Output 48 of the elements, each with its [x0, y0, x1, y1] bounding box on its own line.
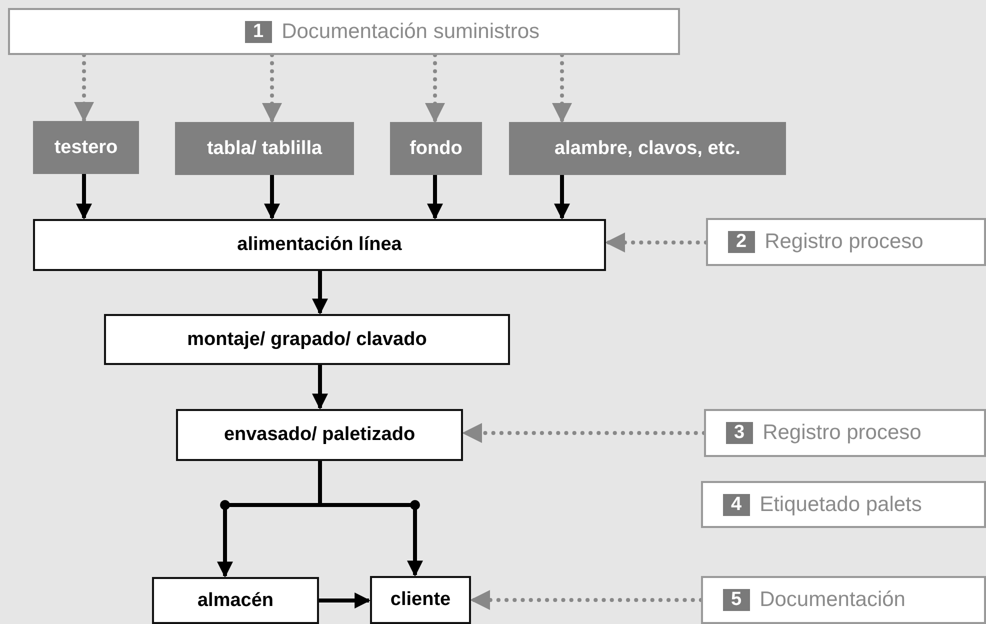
box-label: testero [54, 136, 118, 158]
arrow [76, 174, 92, 220]
record-label: Documentación suministros [282, 20, 540, 44]
box-label: montaje/ grapado/ clavado [187, 328, 427, 350]
box-label: alambre, clavos, etc. [554, 138, 740, 160]
box-label: almacén [197, 590, 274, 612]
material-box [509, 122, 786, 175]
box-label: alimentación línea [237, 234, 402, 256]
record-box [701, 481, 986, 528]
process-box [370, 576, 471, 624]
dotted-arrow [262, 53, 282, 123]
number-badge: 5 [723, 589, 750, 611]
record-box [8, 8, 680, 55]
box-label: tabla/ tablilla [206, 138, 322, 160]
arrow [554, 175, 570, 220]
number-badge: 4 [723, 494, 750, 516]
arrow [264, 175, 280, 220]
arrow [312, 271, 328, 315]
process-box [176, 409, 463, 461]
record-label: Etiquetado palets [760, 492, 922, 516]
arrow [319, 592, 371, 608]
number-badge: 2 [728, 231, 755, 253]
record-box [704, 409, 986, 457]
material-box [390, 122, 482, 175]
dotted-arrow [74, 53, 94, 122]
dotted-arrow [425, 53, 445, 123]
process-box [152, 577, 319, 624]
box-label: cliente [390, 589, 451, 611]
number-badge: 3 [726, 422, 753, 444]
dotted-arrow [462, 423, 706, 443]
dotted-arrow [470, 590, 703, 610]
process-box [33, 219, 606, 271]
material-box [33, 121, 139, 174]
box-label: fondo [410, 138, 462, 160]
arrow [312, 365, 328, 410]
record-label: Registro proceso [762, 421, 922, 445]
arrow [318, 461, 423, 577]
arrow [427, 175, 443, 220]
record-label: Documentación [760, 588, 906, 612]
record-box [706, 218, 986, 266]
material-box [175, 122, 354, 175]
process-box [104, 314, 510, 365]
number-badge: 1 [245, 20, 272, 42]
dotted-arrow [605, 232, 708, 252]
dotted-arrow [552, 53, 572, 123]
record-label: Registro proceso [764, 230, 924, 254]
record-box [701, 576, 986, 624]
box-label: envasado/ paletizado [224, 424, 416, 446]
